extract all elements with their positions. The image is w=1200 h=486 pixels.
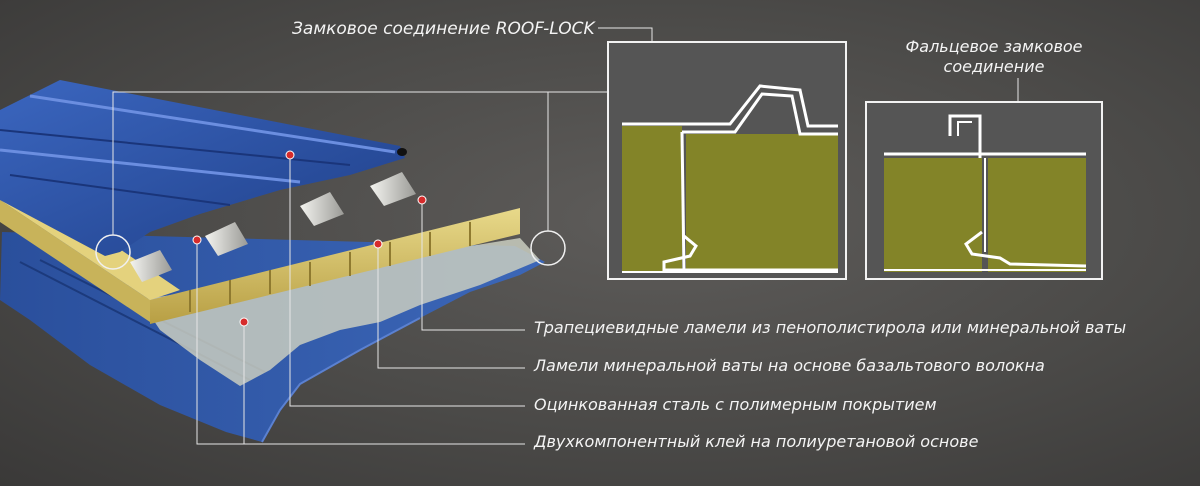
callout-lines [112,27,1019,445]
marker-steel [285,150,295,160]
layer-label-trapezoid-lamellae: Трапециевидные ламели из пенополистирола… [534,318,1127,337]
marker-glue-top [192,235,202,245]
layer-label-mineral-wool: Ламели минеральной ваты на основе базаль… [534,356,1045,375]
markers [192,150,427,327]
detail-circle-right [530,230,566,266]
glue-layer [140,238,540,386]
trapezoid-lamellae [130,172,416,282]
layer-label-glue: Двухкомпонентный клей на полиуретановой … [534,432,979,451]
roof-lock-detail-panel [607,41,847,280]
marker-glue-bottom [239,317,249,327]
top-steel-sheet [0,80,407,256]
falz-lock-title: Фальцевое замковое соединение [905,37,1083,76]
layer-label-galvanized-steel: Оцинкованная сталь с полимерным покрытие… [534,395,937,414]
roof-lock-title: Замковое соединение ROOF-LOCK [292,19,595,39]
marker-lamella [417,195,427,205]
marker-wool [373,239,383,249]
falz-detail-panel [865,101,1103,280]
